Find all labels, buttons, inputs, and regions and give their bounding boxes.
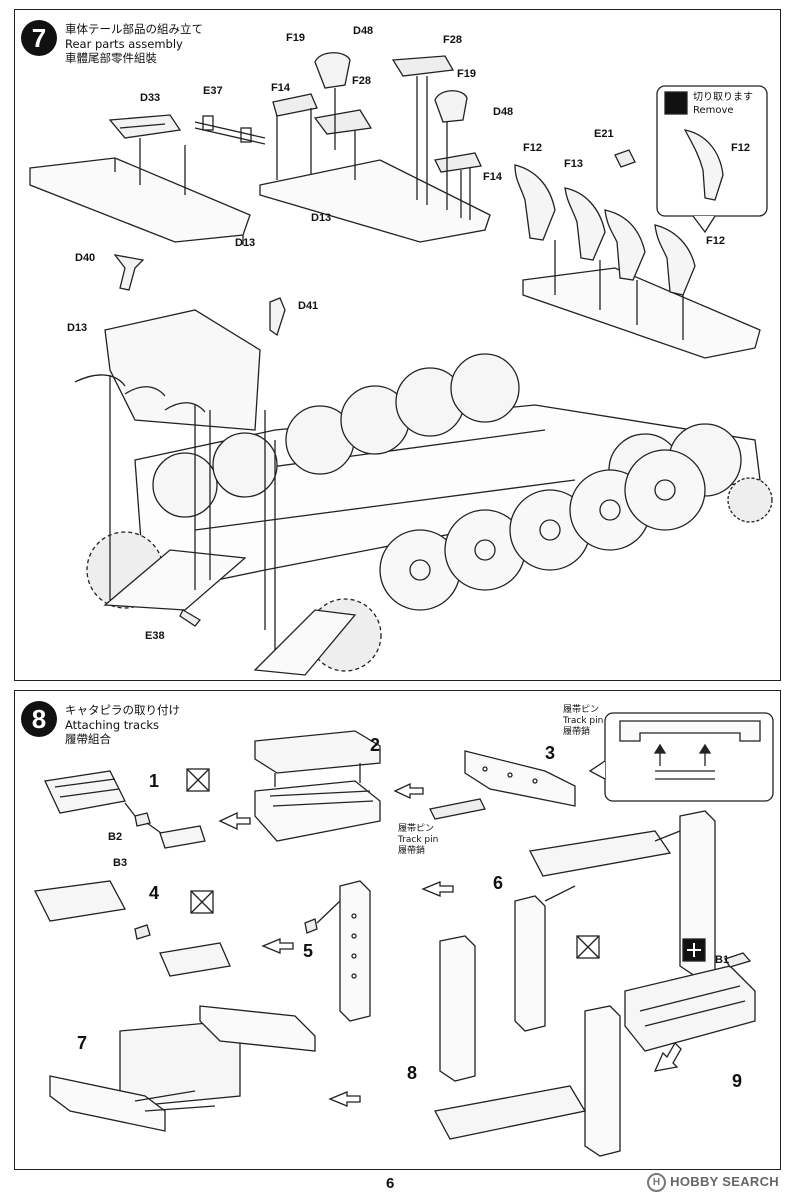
track-pin-label-cn-2: 履帶銷 [398,846,426,856]
part-label-d13-2: D13 [235,237,256,249]
part-label-f12: F12 [523,142,542,154]
step-title-cn: 車體尾部零件組裝 [65,51,157,65]
part-label-b1: B1 [715,954,730,966]
step7-drawing [29,52,773,676]
part-label-f14-2: F14 [483,171,502,183]
remove-label-en: Remove [693,105,734,116]
substep-4: 4 [149,883,160,903]
step-number: 8 [21,701,57,737]
step7-panel: 7 車体テール部品の組み立て Rear parts assembly 車體尾部零… [14,9,781,681]
remove-part-label: F12 [731,142,750,154]
part-label-f19-2: F19 [457,68,476,80]
step-title-en: Attaching tracks [65,718,160,732]
part-label-d33: D33 [140,92,161,104]
part-label-d48: D48 [353,25,374,37]
track-pin-label-en-2: Track pin [398,835,439,845]
watermark-text: HOBBY SEARCH [670,1173,779,1189]
substep-5: 5 [303,941,314,961]
track-pin-label-en: Track pin [563,716,604,726]
part-label-d13: D13 [311,212,332,224]
substep-3: 3 [545,743,556,763]
part-label-f14: F14 [271,82,290,94]
track-pin-label-jp-2: 履帯ピン [398,824,435,834]
step-number: 7 [21,20,57,56]
substep-6: 6 [493,873,504,893]
part-label-d13-3: D13 [67,322,88,334]
part-label-f13: F13 [564,158,583,170]
part-label-e38: E38 [145,630,165,642]
substep-8: 8 [407,1063,418,1083]
part-label-e37: E37 [203,85,223,97]
part-label-f19: F19 [286,32,305,44]
step8-panel: 8 キャタピラの取り付け Attaching tracks 履帶組合 [14,690,781,1170]
substep-7: 7 [77,1033,88,1053]
step-title-jp: 車体テール部品の組み立て [65,22,203,36]
remove-label-jp: 切り取ります [693,92,753,103]
track-pin-label-jp: 履帯ピン [563,705,600,715]
part-label-b2: B2 [108,831,123,843]
part-label-d41: D41 [298,300,319,312]
substep-9: 9 [732,1071,743,1091]
part-label-d48-2: D48 [493,106,514,118]
part-label-f28-2: F28 [352,75,371,87]
step-title-jp: キャタピラの取り付け [65,703,180,717]
part-label-f28: F28 [443,34,462,46]
part-label-f12-2: F12 [706,235,725,247]
track-pin-label-cn: 履帶銷 [563,727,591,737]
substep-2: 2 [370,735,381,755]
page-number: 6 [386,1175,395,1192]
step8-drawing [34,712,774,1157]
substep-1: 1 [149,771,160,791]
step-title-cn: 履帶組合 [65,732,111,746]
part-label-b3: B3 [113,857,128,869]
part-label-d40: D40 [75,252,96,264]
step-title-en: Rear parts assembly [65,37,183,51]
part-label-e21: E21 [594,128,614,140]
watermark-logo-icon: H [647,1173,667,1192]
